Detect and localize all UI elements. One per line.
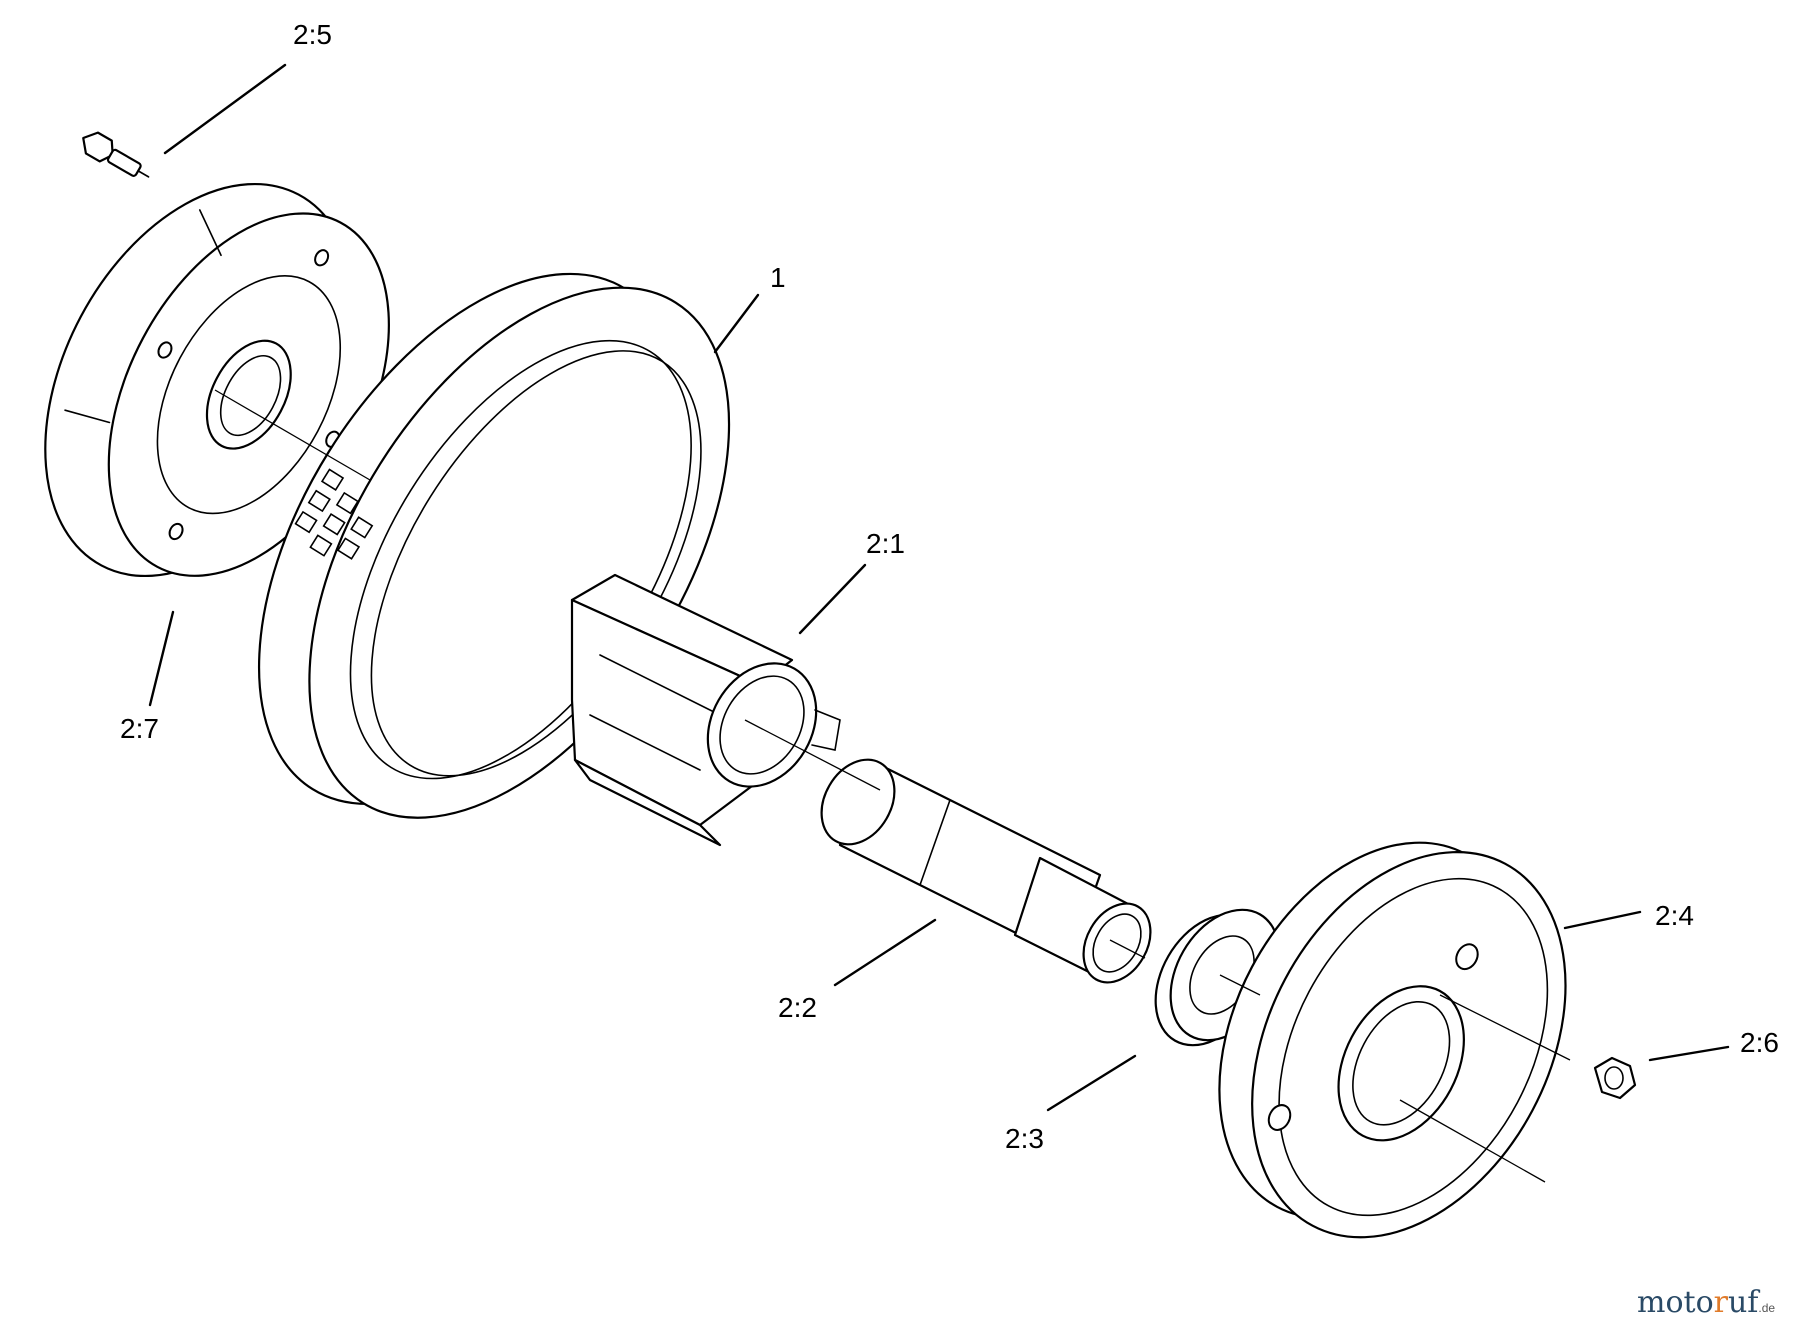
callout-2-2: 2:2 [778,992,817,1023]
callout-2-5: 2:5 [293,19,332,50]
callout-2-4: 2:4 [1655,900,1694,931]
callout-labels: 2:5 1 2:1 2:7 2:2 2:4 2:6 2:3 [120,19,1779,1154]
callout-2-1: 2:1 [866,528,905,559]
part-axle-spacer [820,758,1152,984]
callout-2-6: 2:6 [1740,1027,1779,1058]
watermark-part-3: uf [1728,1285,1760,1320]
callout-2-3: 2:3 [1005,1123,1044,1154]
callout-2-7: 2:7 [120,713,159,744]
tire-tread [294,468,374,560]
part-wheel-half-right [1218,841,1567,1239]
part-hex-hub [570,573,841,847]
callout-1: 1 [770,262,786,293]
watermark-logo: motoruf.de [1637,1285,1775,1320]
svg-text:motoruf.de: motoruf.de [1637,1285,1775,1320]
watermark-part-2: r [1714,1285,1729,1320]
part-bolt [82,131,150,178]
part-nut [1593,1056,1637,1100]
assembly-axis-lines [214,389,1571,1183]
leader-lines [148,63,1730,1112]
watermark-suffix: .de [1758,1301,1775,1315]
watermark-part-1: moto [1637,1285,1714,1320]
